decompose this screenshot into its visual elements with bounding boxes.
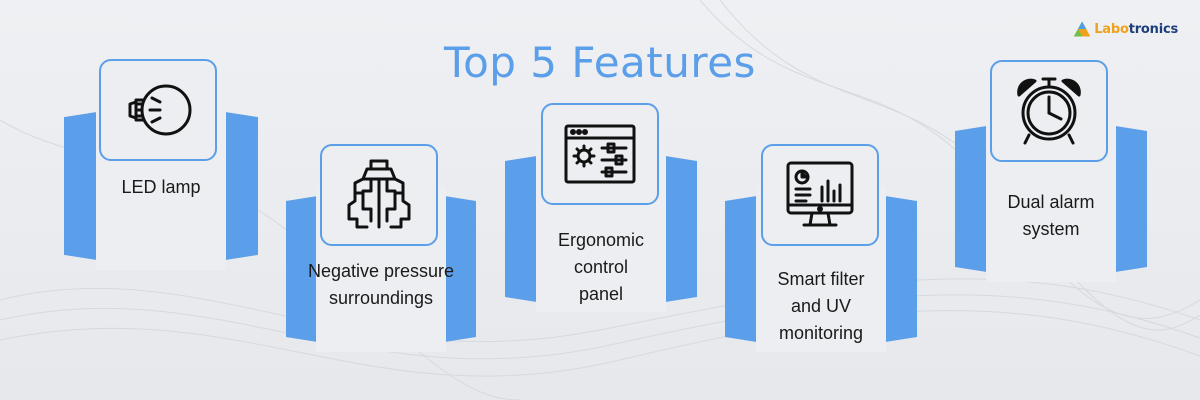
alarm-clock-icon xyxy=(1017,77,1081,145)
brand-suffix: tronics xyxy=(1128,21,1179,37)
monitor-chart-icon xyxy=(786,161,854,227)
brand-prefix: Labo xyxy=(1094,21,1129,37)
feature-label-smart-filter: Smart filter and UV monitoring xyxy=(777,269,865,343)
led-bulb-icon xyxy=(128,84,192,136)
feature-icon-box xyxy=(990,60,1108,162)
airflow-maze-icon xyxy=(347,159,411,229)
feature-icon-box xyxy=(320,144,438,246)
feature-icon-box xyxy=(761,144,879,246)
feature-card-smart-filter xyxy=(725,186,917,352)
triangle-logo-icon xyxy=(1073,21,1091,37)
feature-label-led-lamp: LED lamp xyxy=(121,177,201,197)
feature-label-negative-pressure: Negative pressure surroundings xyxy=(307,261,455,308)
feature-label-control-panel: Ergonomic control panel xyxy=(557,230,645,304)
brand-logo: Labotronics xyxy=(1073,16,1178,42)
feature-label-dual-alarm: Dual alarm system xyxy=(1007,192,1095,239)
page-title: Top 5 Features xyxy=(444,38,756,87)
feature-card-led-lamp xyxy=(64,102,258,270)
control-panel-icon xyxy=(564,124,636,184)
feature-icon-box xyxy=(99,59,217,161)
feature-icon-box xyxy=(541,103,659,205)
brand-name: Labotronics xyxy=(1094,22,1178,37)
